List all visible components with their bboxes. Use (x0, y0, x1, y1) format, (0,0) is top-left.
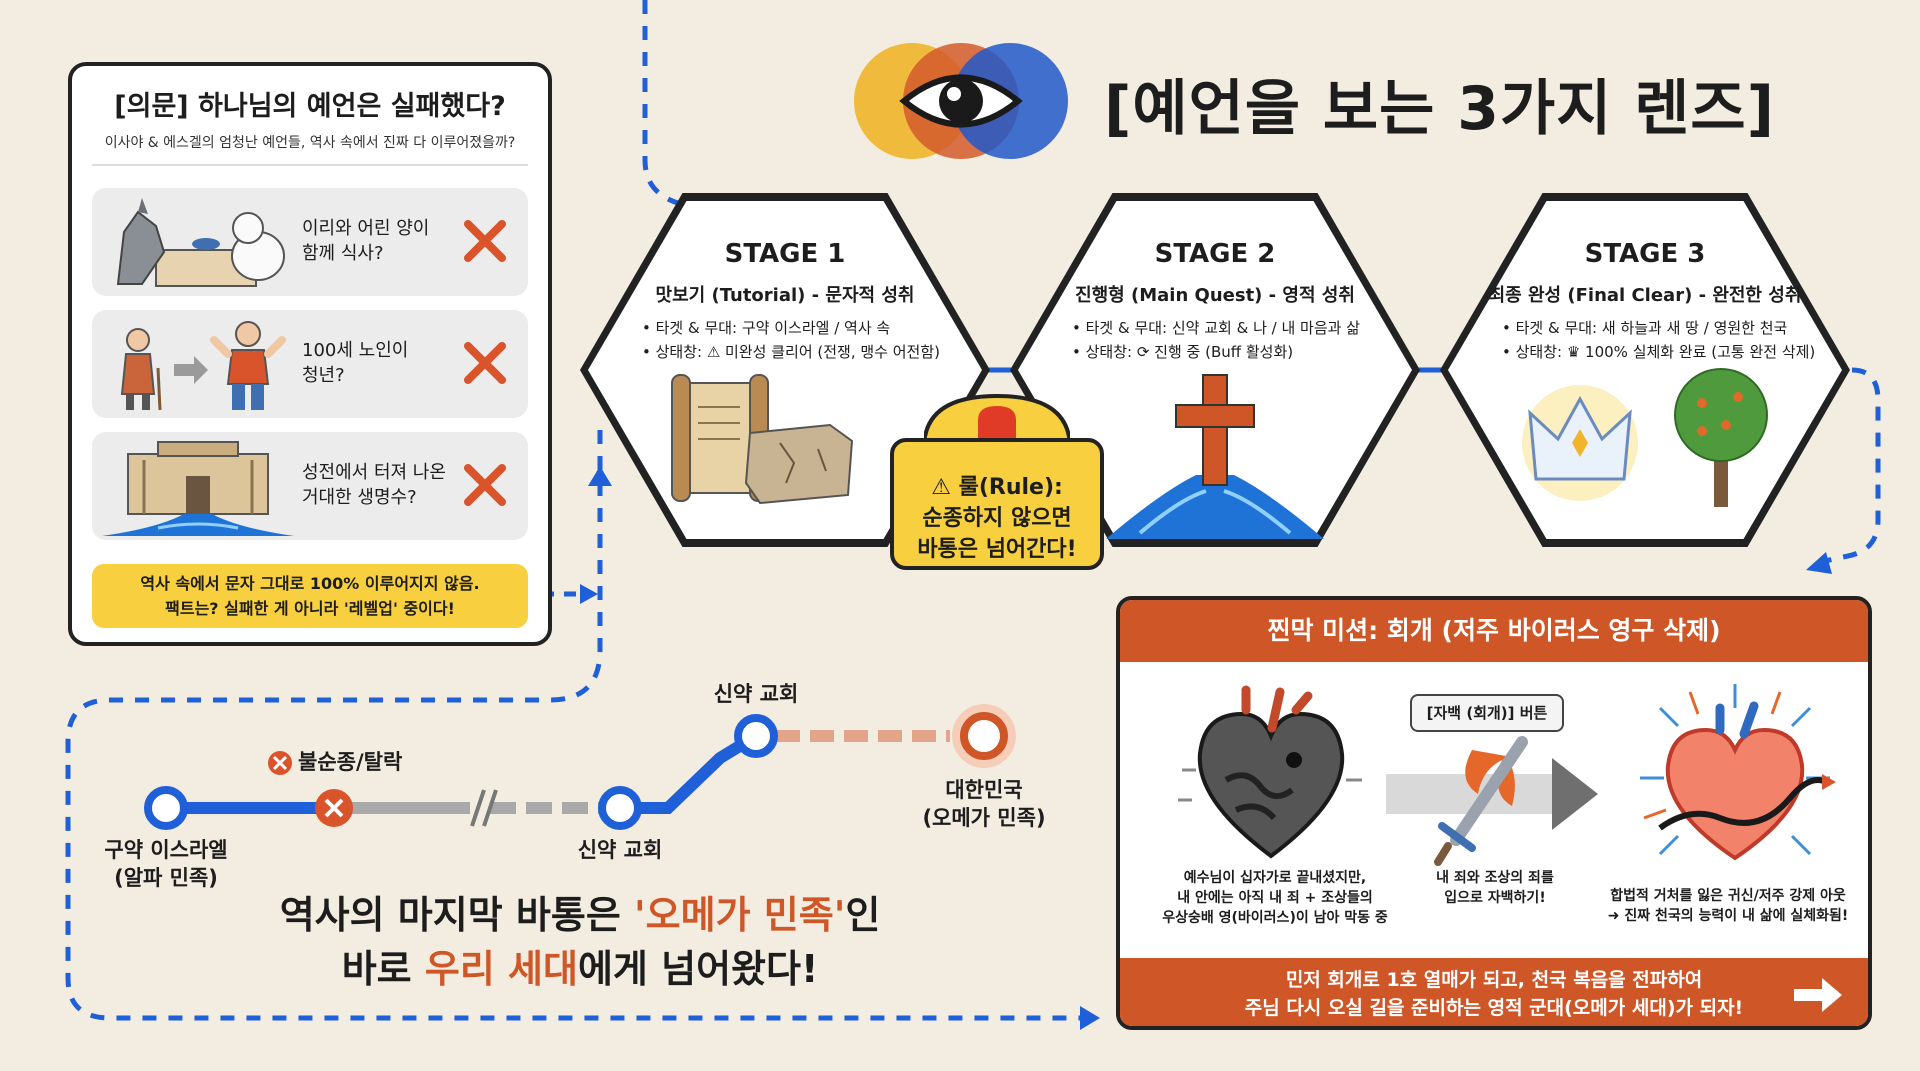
timeline-start-line2: (알파 민족) (114, 866, 218, 890)
mission-caption-1: 예수님이 십자가로 끝내셨지만, 내 안에는 아직 내 죄 + 조상들의 우상숭… (1162, 870, 1388, 926)
stage-1-card: STAGE 1 맛보기 (Tutorial) - 문자적 성취 • 타겟 & 무… (580, 193, 990, 547)
three-lens-eye-icon (854, 43, 1068, 159)
stage-label: STAGE 1 (724, 239, 846, 269)
flow-top-dashed (642, 0, 691, 209)
rule-badge: ⚠ 룰(Rule): 순종하지 않으면 바통은 넘어간다! (890, 438, 1104, 570)
verdict-line2: 팩트는? 실패한 게 아니라 '레벨업' 중이다! (165, 599, 455, 618)
stage-status: • 상태창: ⚠ 미완성 클리어 (전쟁, 맹수 어전함) (642, 343, 940, 361)
question-card: [의문] 하나님의 예언은 실패했다? 이사야 & 에스겔의 엄청난 예언들, … (68, 62, 552, 646)
stage-target: • 타겟 & 무대: 새 하늘과 새 땅 / 영원한 천국 (1502, 319, 1788, 337)
timeline-node-disobey-x (324, 798, 344, 818)
flow-arrowhead-right-mid (580, 584, 598, 604)
x-mark-icon (464, 220, 506, 262)
timeline-node-end (960, 712, 1008, 760)
confess-repent-button[interactable]: [자백 (회개)] 버튼 (1410, 694, 1564, 732)
question-item-wolf-lamb: 이리와 어린 양이 함께 식사? (92, 188, 528, 296)
mission-footer-line1: 민저 회개로 1호 열매가 되고, 천국 복음을 전파하여 (1285, 969, 1703, 991)
x-mark-icon (464, 342, 506, 384)
cross-river-illustration (1106, 374, 1324, 539)
crown-tree-illustration (1522, 368, 1768, 507)
timeline-break-1 (470, 789, 486, 827)
timeline-node-start (144, 786, 188, 830)
question-title: [의문] 하나님의 예언은 실패했다? (114, 91, 506, 122)
baton-message: 역사의 마지막 바통은 '오메가 민족'인 바로 우리 세대에게 넘어왔다! (240, 888, 920, 996)
verdict-line1: 역사 속에서 문자 그대로 100% 이루어지지 않음. (140, 574, 480, 593)
mission-caption-2: 내 죄와 조상의 죄를 입으로 자백하기! (1436, 870, 1554, 906)
question-item-line1: 이리와 어린 양이 (302, 218, 430, 239)
mission-header: 찐막 미션: 회개 (저주 바이러스 영구 삭제) (1120, 600, 1868, 662)
page-title: [예언을 보는 3가지 렌즈] (1104, 74, 1776, 144)
x-mark-icon (464, 464, 506, 506)
temple-river-illustration (102, 441, 294, 536)
timeline-end-line1: 대한민국 (945, 778, 1023, 802)
siren-icon (924, 393, 1070, 448)
flow-arrowhead-bottom (1080, 1006, 1100, 1030)
timeline-church-high-label: 신약 교회 (713, 682, 799, 706)
flow-right-dashed (1819, 367, 1881, 565)
stage-status: • 상태창: ♛ 100% 실체화 완료 (고통 완전 삭제) (1502, 343, 1816, 361)
divider (92, 164, 528, 166)
stage-subtitle: 진행형 (Main Quest) - 영적 성취 (1075, 285, 1355, 306)
stage-target: • 타겟 & 무대: 구약 이스라엘 / 역사 속 (642, 319, 891, 337)
flow-left-dashed (65, 430, 1080, 1021)
question-item-old-young: 100세 노인이 청년? (92, 310, 528, 418)
rule-line2: 순종하지 않으면 (922, 506, 1072, 531)
timeline-node-church-high (734, 714, 778, 758)
stage-status: • 상태창: ⟳ 진행 중 (Buff 활성화) (1072, 343, 1294, 361)
mission-footer: 민저 회개로 1호 열매가 되고, 천국 복음을 전파하여 주님 다시 오실 길… (1120, 958, 1868, 1026)
flow-arrowhead-mission (1806, 552, 1832, 574)
stage-subtitle: 최종 완성 (Final Clear) - 완전한 성취 (1488, 285, 1802, 306)
rule-line1: ⚠ 룰(Rule): (931, 475, 1063, 500)
scroll-stone-tablet-illustration (671, 374, 854, 505)
stage-subtitle: 맛보기 (Tutorial) - 문자적 성취 (655, 285, 915, 306)
question-item-line2: 청년? (302, 365, 345, 386)
stage-label: STAGE 2 (1154, 239, 1276, 269)
timeline-church-low-label: 신약 교회 (577, 838, 663, 862)
healed-heart-illustration (1640, 684, 1836, 861)
infected-heart-illustration (1178, 685, 1362, 859)
flow-arrowhead-up (588, 466, 612, 486)
timeline-start-line1: 구약 이스라엘 (104, 838, 228, 862)
stage-3-card: STAGE 3 최종 완성 (Final Clear) - 완전한 성취 • 타… (1440, 193, 1850, 547)
message-highlight-omega: '오메가 민족' (634, 893, 846, 937)
timeline-start-label: 구약 이스라엘 (알파 민족) (96, 836, 236, 892)
arrow-right-icon (1794, 978, 1842, 1012)
message-part: 역사의 마지막 바통은 (279, 893, 635, 937)
wolf-lamb-illustration (116, 198, 285, 287)
question-item-line2: 거대한 생명수? (302, 487, 417, 508)
timeline-node-church-low (598, 786, 642, 830)
timeline-disobey-label: 불순종/탈락 (298, 750, 403, 774)
message-part: 에게 넘어왔다! (577, 947, 819, 991)
timeline-break-2 (482, 789, 498, 827)
message-part: 바로 (341, 947, 425, 991)
timeline-end-label: 대한민국 (오메가 민족) (904, 776, 1064, 832)
mission-footer-line2: 주님 다시 오실 길을 준비하는 영적 군대(오메가 세대)가 되자! (1244, 997, 1744, 1019)
stage-target: • 타겟 & 무대: 신약 교회 & 나 / 내 마음과 삶 (1072, 319, 1360, 337)
timeline-end-line2: (오메가 민족) (922, 806, 1046, 830)
question-item-line2: 함께 식사? (302, 243, 384, 264)
message-part: 인 (845, 893, 881, 937)
verdict-box: 역사 속에서 문자 그대로 100% 이루어지지 않음. 팩트는? 실패한 게 … (92, 564, 528, 628)
question-item-line1: 100세 노인이 (302, 340, 409, 361)
question-item-river: 성전에서 터져 나온 거대한 생명수? (92, 432, 528, 540)
old-man-young-man-illustration (120, 321, 286, 411)
question-subtitle: 이사야 & 에스겔의 엄청난 예언들, 역사 속에서 진짜 다 이루어졌을까? (104, 135, 516, 151)
mission-caption-3: 합법적 거처를 잃은 귀신/저주 강제 아웃 ➜ 진짜 천국의 능력이 내 삶에… (1607, 888, 1849, 924)
question-item-line1: 성전에서 터져 나온 (302, 462, 446, 483)
rule-line3: 바통은 넘어간다! (917, 537, 1077, 562)
mission-card: 찐막 미션: 회개 (저주 바이러스 영구 삭제) [자백 (회개)] 버튼 (1116, 596, 1872, 1030)
sword-arrow-illustration (1386, 736, 1598, 866)
timeline-blue-2 (620, 730, 760, 814)
stage-label: STAGE 3 (1584, 239, 1706, 269)
message-highlight-generation: 우리 세대 (424, 947, 578, 991)
